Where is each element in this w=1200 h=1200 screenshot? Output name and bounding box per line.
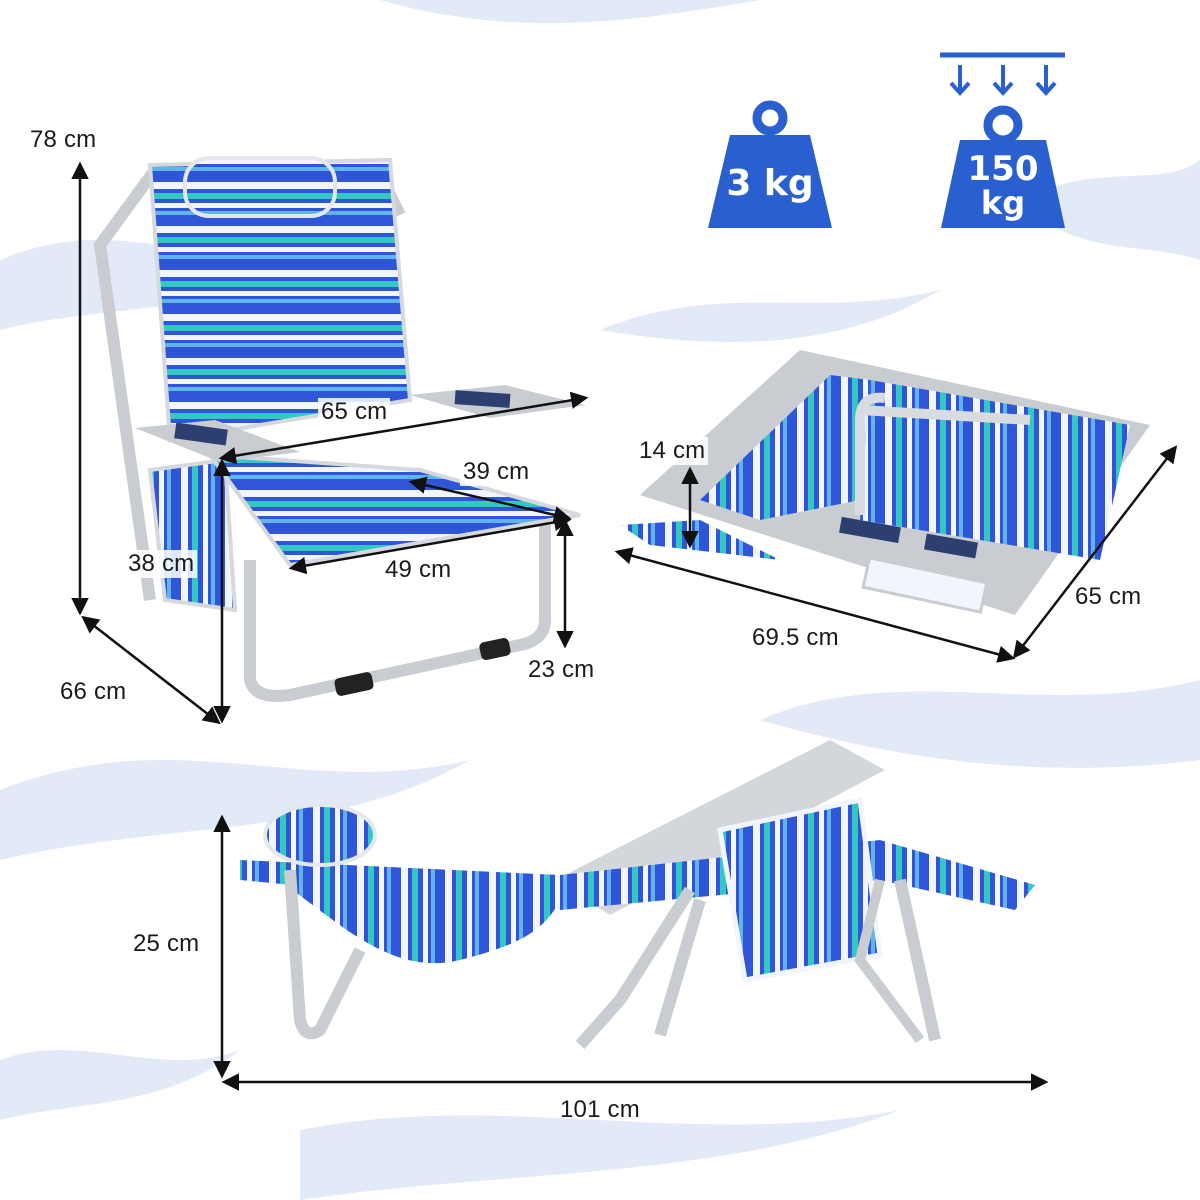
label-reclined-height: 25 cm	[133, 930, 200, 957]
label-upright-height: 78 cm	[30, 126, 97, 153]
label-folded-width: 65 cm	[1075, 583, 1142, 610]
label-folded-length: 69.5 cm	[752, 624, 839, 651]
folded-chair	[620, 350, 1150, 615]
label-seat-depth: 39 cm	[460, 458, 533, 486]
label-reclined-length: 101 cm	[560, 1096, 640, 1123]
label-upright-depth: 66 cm	[60, 678, 127, 705]
label-seat-height: 23 cm	[528, 656, 595, 683]
arrow-folded-length	[614, 547, 1016, 663]
arrow-armrest-width	[218, 391, 589, 465]
weight-badge-text: 3 kg	[726, 163, 813, 204]
capacity-badge-unit: kg	[981, 184, 1025, 222]
arrow-upright-depth	[81, 615, 221, 725]
load-capacity-icon: 150 kg	[940, 52, 1065, 228]
dimension-arrows	[71, 161, 1178, 1091]
label-seat-width: 49 cm	[382, 556, 455, 584]
upright-chair	[94, 156, 585, 702]
label-folded-thickness: 14 cm	[636, 437, 709, 465]
down-arrow-icon	[949, 65, 1057, 96]
label-armrest-width: 65 cm	[318, 398, 391, 426]
label-arm-height: 38 cm	[125, 550, 198, 578]
reclined-chair	[240, 740, 1035, 1049]
capacity-badge-number: 150	[968, 149, 1039, 189]
arrow-seat-width	[288, 513, 572, 575]
arrow-folded-width	[1012, 445, 1178, 659]
weight-icon: 3 kg	[708, 100, 832, 228]
arrow-seat-depth	[408, 476, 572, 524]
